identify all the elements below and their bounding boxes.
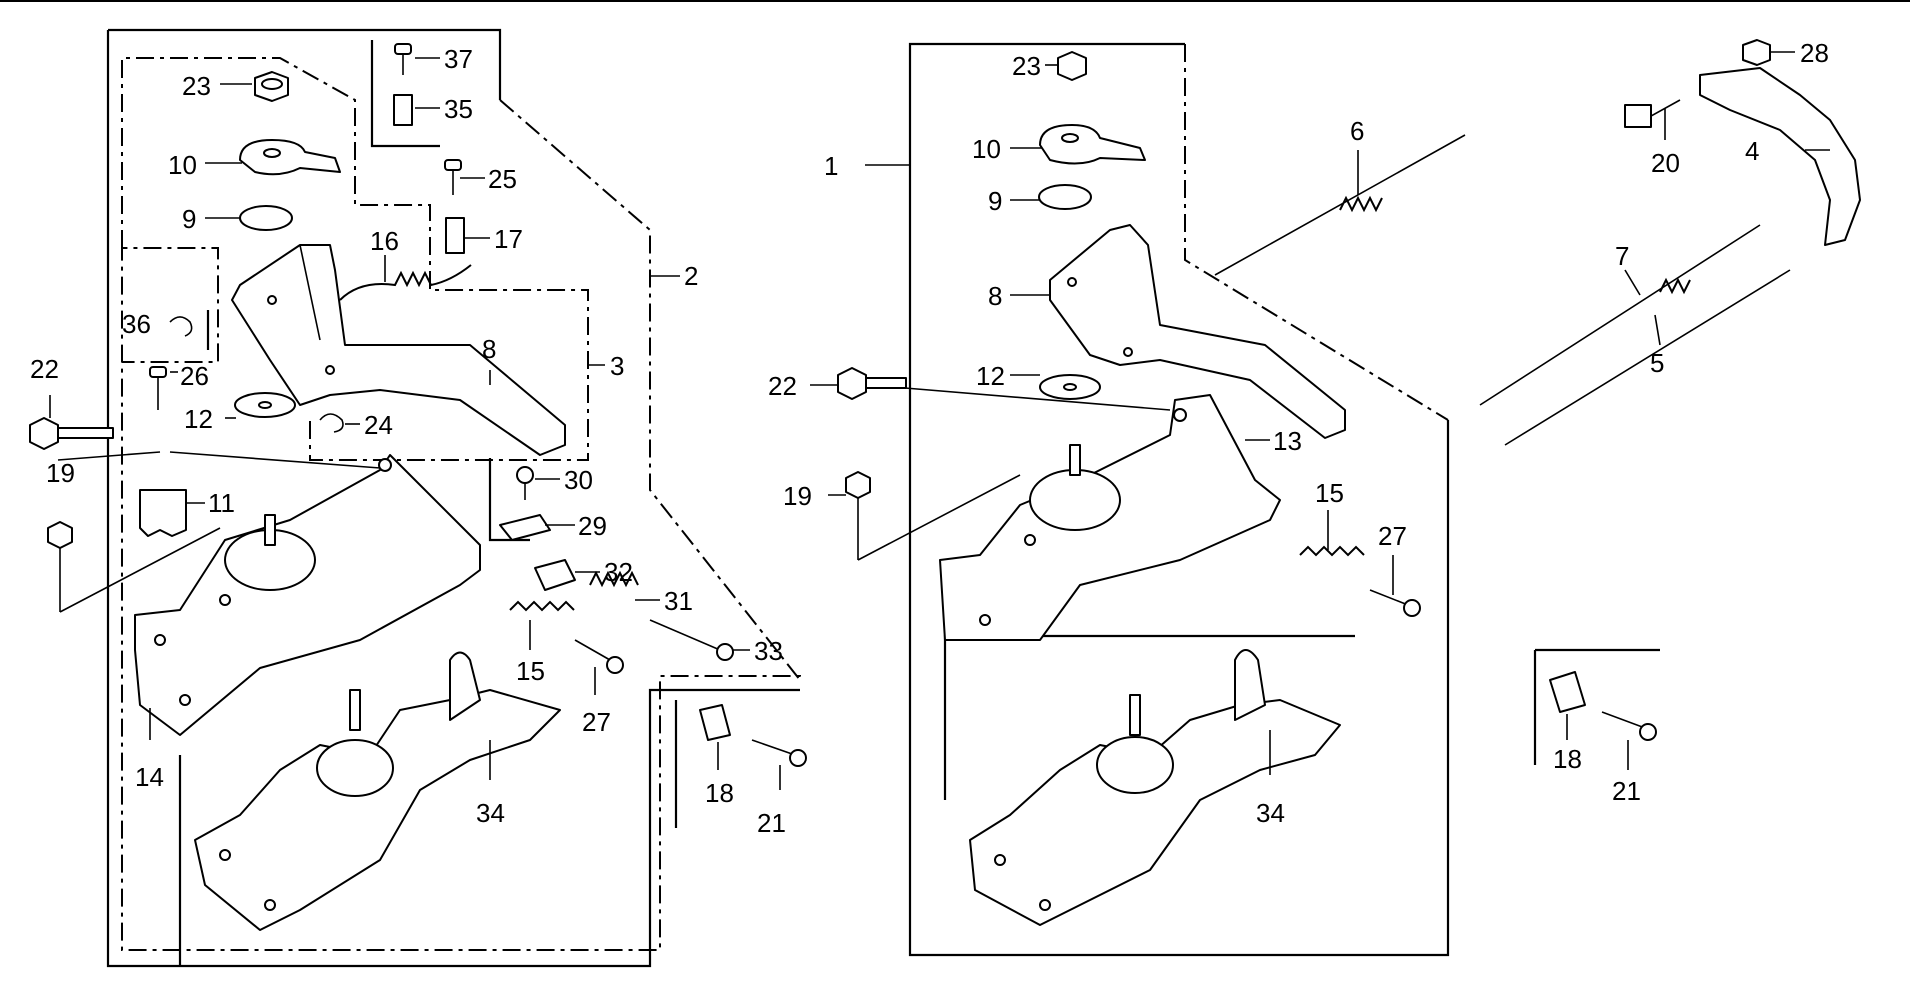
- right-leaders: [810, 51, 1830, 775]
- callout-33: 33: [754, 636, 783, 666]
- left-assembly: [106, 28, 801, 968]
- callout-35: 35: [444, 94, 473, 124]
- right-assembly: [908, 42, 1660, 957]
- callout-9-right: 9: [988, 186, 1002, 216]
- callout-29: 29: [578, 511, 607, 541]
- callout-18-left: 18: [705, 778, 734, 808]
- callout-19-right: 19: [783, 481, 812, 511]
- callout-11: 11: [208, 488, 235, 518]
- frame-part-2: [121, 99, 801, 951]
- callout-20: 20: [1651, 148, 1680, 178]
- callout-27-right: 27: [1378, 521, 1407, 551]
- callout-21-left: 21: [757, 808, 786, 838]
- callout-7: 7: [1615, 241, 1629, 271]
- callout-36: 36: [122, 309, 151, 339]
- callout-17: 17: [494, 224, 523, 254]
- callout-14: 14: [135, 762, 164, 792]
- callout-1: 1: [824, 151, 838, 181]
- callout-32: 32: [604, 557, 633, 587]
- left-callouts: 23 10 9 37 35 25 17 16 2 36 3 8 22 26 12…: [30, 44, 786, 838]
- callout-28: 28: [1800, 38, 1829, 68]
- callout-12-left: 12: [184, 404, 213, 434]
- callout-25: 25: [488, 164, 517, 194]
- callout-15-right: 15: [1315, 478, 1344, 508]
- callout-19-left: 19: [46, 458, 75, 488]
- callout-3: 3: [610, 351, 624, 381]
- callout-34-right: 34: [1256, 798, 1285, 828]
- callout-13: 13: [1273, 426, 1302, 456]
- callout-9-left: 9: [182, 204, 196, 234]
- callout-24: 24: [364, 410, 393, 440]
- callout-31: 31: [664, 586, 693, 616]
- callout-22-right: 22: [768, 371, 797, 401]
- callout-30: 30: [564, 465, 593, 495]
- callout-12-right: 12: [976, 361, 1005, 391]
- callout-18-right: 18: [1553, 744, 1582, 774]
- left-outer-frame: [108, 28, 502, 100]
- callout-8-right: 8: [988, 281, 1002, 311]
- callout-10-right: 10: [972, 134, 1001, 164]
- callout-15-left: 15: [516, 656, 545, 686]
- right-parts: [837, 39, 1861, 926]
- callout-22-left: 22: [30, 354, 59, 384]
- callout-4: 4: [1745, 136, 1759, 166]
- callout-8-left: 8: [482, 334, 496, 364]
- callout-10-left: 10: [168, 150, 197, 180]
- callout-6: 6: [1350, 116, 1364, 146]
- callout-2: 2: [684, 261, 698, 291]
- right-callouts: 23 10 1 9 6 8 22 12 13 19 15 27 34 28 20…: [768, 38, 1829, 828]
- left-parts: [29, 43, 807, 931]
- callout-27-left: 27: [582, 707, 611, 737]
- right-outer-frame: [908, 42, 1450, 957]
- left-leaders: [49, 57, 781, 790]
- callout-21-right: 21: [1612, 776, 1641, 806]
- frame-part-3: [121, 57, 589, 461]
- callout-16: 16: [370, 226, 399, 256]
- callout-5: 5: [1650, 348, 1664, 378]
- callout-37: 37: [444, 44, 473, 74]
- callout-23-left: 23: [182, 71, 211, 101]
- callout-34-left: 34: [476, 798, 505, 828]
- callout-23-right: 23: [1012, 51, 1041, 81]
- callout-26: 26: [180, 361, 209, 391]
